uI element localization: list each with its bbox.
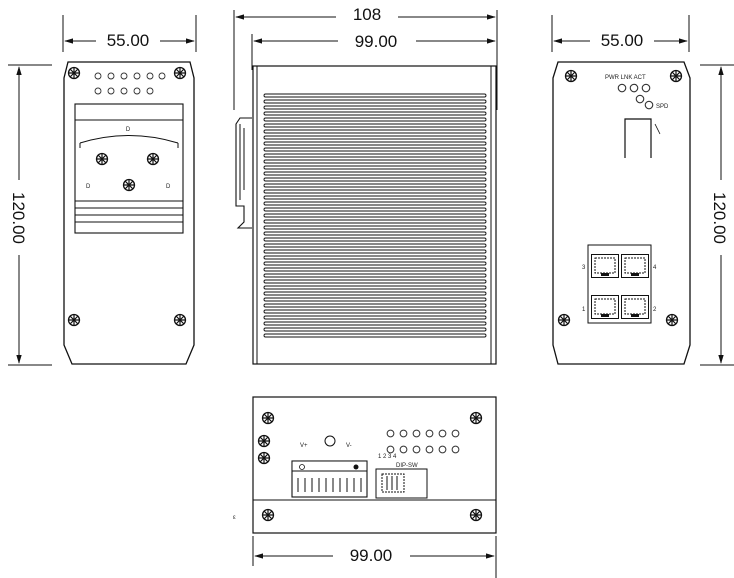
depth-label: 99.00 <box>355 32 398 51</box>
screw-icon <box>665 313 679 327</box>
screw-icon <box>261 508 275 522</box>
heat-sink-fin <box>263 279 487 284</box>
rj45-port-group: 3 4 1 2 <box>582 244 657 324</box>
front-view: 55.00 120.00 D <box>8 15 197 366</box>
screw-icon <box>261 411 275 425</box>
screw-icon <box>469 508 483 522</box>
rear-led-sub: SPD <box>656 104 669 110</box>
heat-sink-fin <box>263 261 487 266</box>
screw-icon <box>67 313 81 327</box>
bottom-view: V+ V- 1 2 3 4 DIP-SW 99.00 <box>252 396 497 578</box>
rear-led-header: PWR LNK ACT <box>605 75 646 81</box>
heat-sink-fin <box>263 135 487 140</box>
heat-sink-fin <box>263 333 487 338</box>
side-view: 108 99.00 <box>233 5 498 365</box>
dip-switch: 1 2 3 4 DIP-SW <box>375 454 428 499</box>
heat-sink-fin <box>263 309 487 314</box>
heat-sink-fin <box>263 189 487 194</box>
heat-sink-fin <box>263 231 487 236</box>
overall-depth-label: 108 <box>353 5 381 24</box>
heat-sink-fin <box>263 207 487 212</box>
heat-sink-fin <box>263 201 487 206</box>
rj45-port-icon <box>591 295 619 319</box>
front-height-label: 120.00 <box>9 192 28 244</box>
heat-sink-fin <box>263 147 487 152</box>
port-label-3: 3 <box>582 265 586 271</box>
heat-sink-fin <box>263 105 487 110</box>
heat-sink-fin <box>263 177 487 182</box>
heat-sink-fin <box>263 243 487 248</box>
bottom-body-outline <box>252 396 497 534</box>
heat-sink-fin <box>263 141 487 146</box>
screw-icon <box>469 411 483 425</box>
port-label-4: 4 <box>653 265 657 271</box>
dip-caption-2: DIP-SW <box>396 463 418 469</box>
rear-view: 55.00 120.00 PWR LNK ACT SPD <box>551 15 734 366</box>
heat-sink-fin <box>263 123 487 128</box>
screw-icon <box>67 66 81 80</box>
bottom-depth-label: 99.00 <box>350 546 393 565</box>
screw-icon <box>173 66 187 80</box>
heat-sink-fin <box>263 219 487 224</box>
console-connector <box>624 118 661 158</box>
heat-sink-fin <box>263 291 487 296</box>
heat-sink-fin <box>263 99 487 104</box>
screw-icon <box>564 69 578 83</box>
heat-sink-fin <box>263 183 487 188</box>
front-width-label: 55.00 <box>107 31 150 50</box>
pin-label-2: V- <box>346 443 352 449</box>
screw-icon <box>173 313 187 327</box>
heat-sink-fin <box>263 195 487 200</box>
rj45-port-icon <box>621 254 649 278</box>
heat-sink-fins <box>263 93 487 338</box>
heat-sink-fin <box>263 111 487 116</box>
svg-text:D: D <box>126 127 131 133</box>
screw-icon <box>146 152 160 166</box>
heat-sink-fin <box>263 213 487 218</box>
heat-sink-fin <box>263 93 487 98</box>
screw-icon <box>257 434 271 448</box>
heat-sink-fin <box>263 327 487 332</box>
rear-panel-outline <box>552 61 691 365</box>
heat-sink-fin <box>263 159 487 164</box>
heat-sink-fin <box>263 249 487 254</box>
svg-text:D: D <box>86 184 91 190</box>
side-din-clip <box>235 117 252 229</box>
rear-height-label: 120.00 <box>710 192 729 244</box>
port-label-2: 2 <box>653 307 657 313</box>
heat-sink-fin <box>263 273 487 278</box>
din-rail-clip-icon: D D D <box>74 103 184 234</box>
heat-sink-fin <box>263 165 487 170</box>
heat-sink-fin <box>263 255 487 260</box>
heat-sink-fin <box>263 303 487 308</box>
screw-icon <box>95 152 109 166</box>
heat-sink-fin <box>263 321 487 326</box>
heat-sink-fin <box>263 129 487 134</box>
screw-icon <box>669 69 683 83</box>
svg-text:D: D <box>166 184 171 190</box>
power-terminal-block: V+ V- <box>291 435 368 498</box>
pin-label-1: V+ <box>300 443 308 449</box>
heat-sink-fin <box>263 297 487 302</box>
rear-width-label: 55.00 <box>601 31 644 50</box>
heat-sink-fin <box>263 153 487 158</box>
rj45-port-icon <box>621 295 649 319</box>
heat-sink-fin <box>263 285 487 290</box>
port-label-1: 1 <box>582 307 586 313</box>
rj45-port-icon <box>591 254 619 278</box>
heat-sink-fin <box>263 117 487 122</box>
heat-sink-fin <box>263 237 487 242</box>
side-note: ε <box>233 515 236 521</box>
heat-sink-fin <box>263 315 487 320</box>
heat-sink-fin <box>263 267 487 272</box>
screw-icon <box>122 178 136 192</box>
heat-sink-fin <box>263 225 487 230</box>
heat-sink-fin <box>263 171 487 176</box>
dip-caption-1: 1 2 3 4 <box>378 454 397 460</box>
screw-icon <box>257 451 271 465</box>
screw-icon <box>557 313 571 327</box>
